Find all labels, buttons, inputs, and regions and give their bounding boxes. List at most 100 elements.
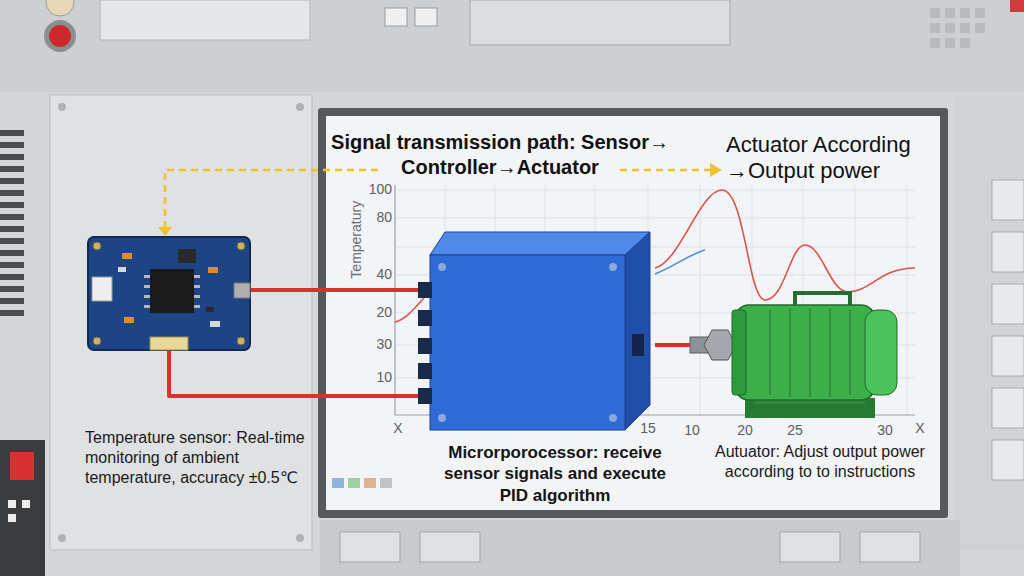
vent-slots [0,214,24,220]
microprocessor-block-part [418,282,432,298]
microprocessor-block: Microrporocessor: receive sensor signals… [418,230,655,430]
screen [380,478,392,488]
actuator-motor-part [789,308,791,397]
right-panel [992,180,1024,220]
actuator-caption-block: Autuator: Adjust output power according … [710,442,930,482]
vent-slots [0,190,24,196]
x-tick: 10 [680,422,704,440]
right-panel [955,95,1024,550]
bottom-panel [420,532,480,562]
bottom-left-switch [0,440,45,576]
vent-slots [0,178,24,184]
panel-top [0,0,1024,92]
panel-top [930,23,940,33]
bottom-panel [320,520,960,576]
vent-slots [0,262,24,268]
right-panel [992,284,1024,324]
microprocessor-block-part [632,334,644,356]
sensor-board-art [88,237,250,350]
vent-slots [0,250,24,256]
panel-top [385,8,407,26]
panel-top [1010,0,1024,12]
y-tick: 40 [350,266,392,284]
sensor-board-part [194,275,200,278]
microprocessor-block-part [418,388,432,404]
controller-caption-block: Microrporocessor: receive sensor signals… [430,442,680,506]
panel-top [0,0,1024,92]
microprocessor-block-part [438,414,446,422]
microprocessor-block-art [418,230,655,430]
panel-top [960,23,970,33]
signal-wire [655,343,690,347]
bottom-panel [860,532,920,562]
bottom-left-switch [0,440,45,576]
left-panel [296,534,304,542]
actuator-motor-part [704,330,736,360]
microprocessor-block-part [625,232,650,430]
bottom-panel [340,532,400,562]
panel-top [930,8,940,18]
y-axis-title: Temperatury [348,190,366,290]
sensor-board-part [150,337,188,350]
actuator-motor-part [865,310,897,395]
indicator-lights [44,20,76,52]
chart-grid [395,190,915,191]
microprocessor-block-part [430,255,625,430]
panel-top [945,23,955,33]
left-panel [58,103,66,111]
actuator-motor-part [732,310,746,395]
microprocessor-block-part [609,263,617,271]
sensor-board-part [208,267,218,273]
y-tick: 100 [350,181,392,199]
panel-top [975,23,985,33]
vent-slots [0,202,24,208]
vent-slots [0,130,24,136]
sensor-board-part [178,249,196,263]
label-slot: X [908,420,932,438]
microprocessor-block-part [418,363,432,379]
actuator-motor-part [809,308,811,397]
panel-top [930,38,940,48]
actuator-motor: Autuator: Adjust output power according … [690,290,905,420]
sensor-board-part [144,295,150,298]
x-axis-mark: X [908,420,932,438]
signal-path-arrow [620,169,712,172]
chart-curves [655,190,915,300]
right-panel [992,336,1024,376]
label-slot: 80 [350,209,392,227]
actuator-motor-part [829,308,831,397]
vent-slots [0,298,24,304]
bottom-panel [320,520,960,576]
right-panel [992,388,1024,428]
actuator-motor-part [735,305,875,400]
y-tick: 10 [350,369,392,387]
panel-top [975,8,985,18]
controller-caption: Microrporocessor: receive sensor signals… [430,442,680,506]
panel-top [960,8,970,18]
title-slot: Signal transmission path: Sensor→ Contro… [290,130,710,180]
label-slot: 20 [350,304,392,322]
microprocessor-block-part [438,263,446,271]
indicator-lights [44,0,76,52]
vent-slots [0,238,24,244]
sensor-board-part [92,277,112,301]
vent-slots [0,130,24,316]
vent-slots [0,286,24,292]
screen [348,478,360,488]
label-slot: X [386,420,410,438]
actuator-motor-part [849,310,851,395]
sensor-board-part [124,317,134,323]
panel-top [945,8,955,18]
vent-slots [0,274,24,280]
actuator-caption: Autuator: Adjust output power according … [710,442,930,482]
sensor-board-part [93,337,101,345]
panel-top [415,8,437,26]
vent-slots [0,310,24,316]
x-axis-mark: X [386,420,410,438]
sensor-board-part [118,267,126,272]
right-panel [992,440,1024,480]
signal-path-arrow [710,163,722,177]
sensor-board-part [88,237,250,350]
label-slot: 10 [680,422,704,440]
